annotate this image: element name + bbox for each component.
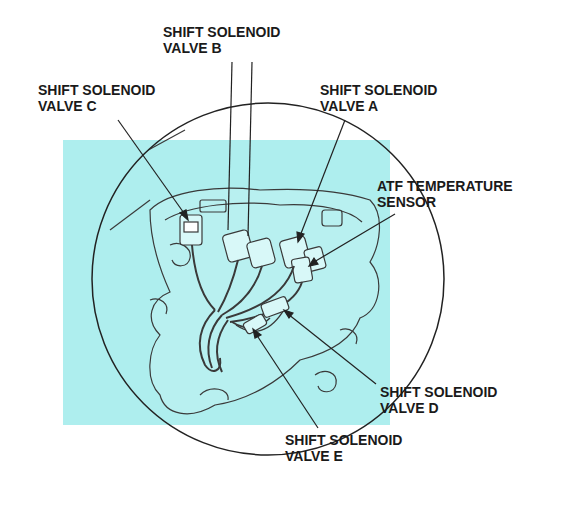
arrow-head [253, 329, 261, 338]
part-label: SHIFT SOLENOID VALVE A [320, 82, 460, 114]
part-label: ATF TEMPERATURE SENSOR [377, 178, 517, 210]
part-label: SHIFT SOLENOID VALVE C [38, 82, 178, 114]
transmission-housing [110, 130, 379, 447]
arrow-head [284, 310, 293, 318]
arrow-head [309, 258, 318, 266]
leader-line [314, 214, 395, 262]
part-label: SHIFT SOLENOID VALVE D [380, 384, 520, 416]
leader-line [118, 120, 186, 216]
arrow-head [180, 210, 188, 220]
background-panel [63, 140, 390, 425]
part-label: SHIFT SOLENOID VALVE B [163, 24, 303, 56]
leader-line [228, 62, 232, 230]
leader-lines [118, 62, 395, 428]
leader-line [300, 120, 345, 236]
part-label: SHIFT SOLENOID VALVE E [285, 432, 425, 464]
arrow-head [297, 232, 304, 242]
leader-line [256, 334, 318, 428]
leader-line [288, 314, 376, 384]
leader-line [248, 62, 252, 236]
